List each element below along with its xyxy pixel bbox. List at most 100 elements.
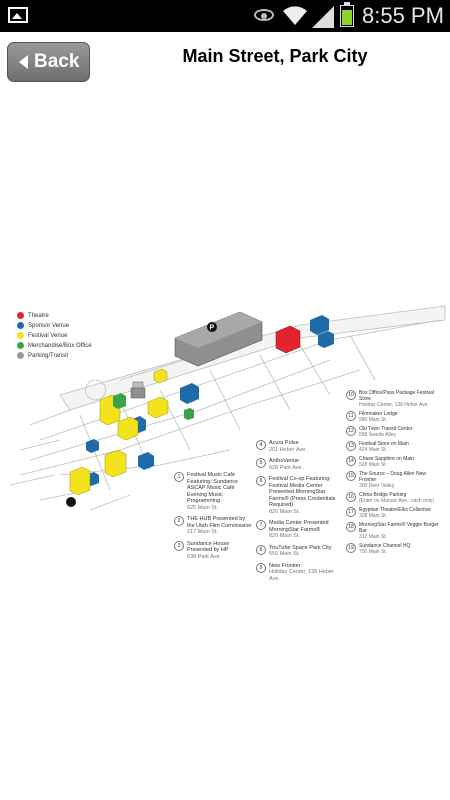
venue-address: 201 Heber Ave. xyxy=(269,446,307,453)
venue-map[interactable]: P Theatre Sponsor Venue xyxy=(0,300,450,582)
legend-label: Parking/Transit xyxy=(28,352,69,359)
egyptian-theatre-building xyxy=(275,325,301,354)
venue-number: 2 xyxy=(174,516,184,526)
legend-label: Theatre xyxy=(28,312,49,319)
venue-number: 16 xyxy=(346,492,356,502)
venue-number: 6 xyxy=(256,476,266,486)
legend-label: Sponsor Venue xyxy=(28,322,70,329)
legend-label: Merchandise/Box Office xyxy=(28,342,92,349)
legend-item: Festival Venue xyxy=(17,332,67,339)
venue-address: 638 Park Ave. xyxy=(187,553,222,560)
venue-address: 424 Main St. xyxy=(359,447,388,453)
venue-name: Acura Pulse xyxy=(269,440,299,446)
venue-address: 312 Main St. xyxy=(359,534,388,540)
venue-name: Filmmaker Lodge xyxy=(359,411,398,417)
legend-swatch xyxy=(17,322,24,329)
venue-address: 628 Park Ave. xyxy=(269,464,304,471)
venue-address: 217 Main St. xyxy=(187,529,218,535)
legend-swatch xyxy=(17,352,24,359)
venue-name: The Source – Doug Allen New Frontier xyxy=(359,471,426,483)
venue-name: Sundance Channel HQ xyxy=(359,543,411,549)
venue-name: Egyptian Theatre/Elks Collective xyxy=(359,507,431,513)
venue-number: 13 xyxy=(346,441,356,451)
venue-number: 8 xyxy=(256,544,266,555)
venue-number: 19 xyxy=(346,543,356,553)
venue-address: (Enter on Marsac Ave., cash only) xyxy=(359,498,434,504)
legend-item: Sponsor Venue xyxy=(17,322,69,329)
venue-name: Festival Music Café Featuring: Sundance … xyxy=(187,472,239,504)
venue-number: 4 xyxy=(256,440,266,450)
venue-address: 750 Main St. xyxy=(359,549,388,555)
smart-stay-eye-icon xyxy=(254,9,274,21)
back-button-label: Back xyxy=(34,51,80,72)
venue-name: YouTube Space Park City xyxy=(269,544,332,551)
venue-name: Chase Sapphire on Main xyxy=(359,456,415,462)
wifi-icon xyxy=(283,6,307,25)
venue-name: Sundance House Presented by HP xyxy=(187,540,230,554)
legend-item: Theatre xyxy=(17,312,49,319)
venue-name: AnthoVenue xyxy=(269,458,299,464)
back-arrow-icon xyxy=(19,55,28,69)
back-button[interactable]: Back xyxy=(7,42,90,82)
status-bar: 8:55 PM xyxy=(0,0,450,32)
legend-item: Merchandise/Box Office xyxy=(17,342,92,349)
venue-number: 11 xyxy=(346,411,356,421)
venue-name: New Frontier xyxy=(269,562,301,569)
venue-number: 14 xyxy=(346,456,356,466)
venue-number: 3 xyxy=(174,540,184,551)
venue-number: 9 xyxy=(256,562,266,573)
venue-number: 5 xyxy=(256,458,266,468)
legend-swatch xyxy=(17,342,24,349)
venue-address: 300 Deer Valley xyxy=(359,483,395,489)
venue-name: Festival Store on Main xyxy=(359,441,409,447)
legend-swatch xyxy=(17,332,24,339)
app-header: Back Main Street, Park City xyxy=(0,32,450,88)
venue-address: 528 Main St. xyxy=(359,462,388,468)
signal-icon xyxy=(312,6,334,28)
venue-address: 550 Main St. xyxy=(269,551,300,557)
venue-number: 12 xyxy=(346,426,356,436)
battery-icon xyxy=(340,2,354,27)
map-illustration: P xyxy=(9,305,446,511)
legend-label: Festival Venue xyxy=(28,332,68,339)
legend-item: Parking/Transit xyxy=(17,352,68,359)
venue-number: 15 xyxy=(346,471,356,481)
parking-marker: P xyxy=(210,325,215,332)
venue-address: 580 Main St. xyxy=(359,417,388,423)
venue-address: 820 Main St. xyxy=(269,533,300,539)
page-title: Main Street, Park City xyxy=(182,46,368,66)
venue-name: Media Center Presented MorningStar Farms… xyxy=(269,520,329,533)
venue-address: 625 Main St. xyxy=(187,504,218,511)
clock: 8:55 PM xyxy=(362,3,444,28)
venue-address: 820 Main St. xyxy=(269,508,300,515)
venue-number: 18 xyxy=(346,522,356,532)
venue-number: 1 xyxy=(174,472,184,482)
venue-name: THE HUB Presented by the Utah Film Commi… xyxy=(187,516,252,529)
venue-name: MorningStar Farms® Veggie Burger Bar xyxy=(359,522,439,534)
venue-number: 10 xyxy=(346,390,356,400)
venue-number: 17 xyxy=(346,507,356,517)
venue-address: Holiday Center, 136 Heber Ave. xyxy=(359,402,429,408)
venue-number: 7 xyxy=(256,520,266,530)
venue-name: China Bridge Parking xyxy=(359,492,407,498)
venue-address: 558 Swede Alley xyxy=(359,432,396,438)
